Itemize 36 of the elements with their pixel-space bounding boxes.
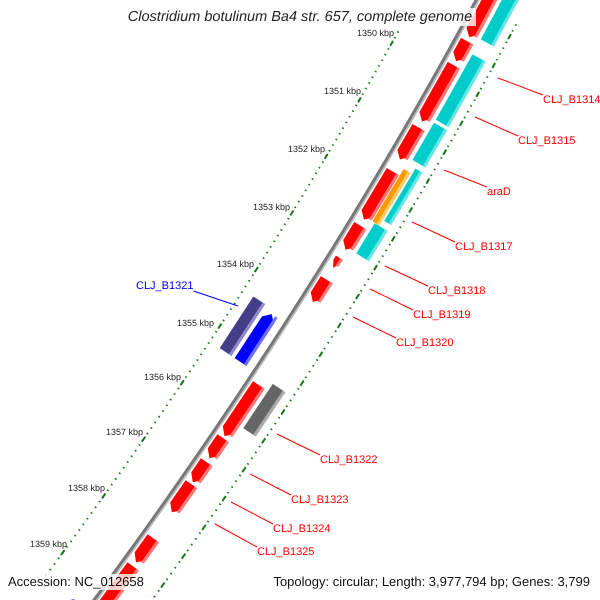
gene-label: CLJ_B1324 [273, 522, 330, 536]
scale-label: 1350 kbp [356, 28, 394, 39]
gene-label: CLJ_B1322 [320, 453, 378, 467]
gene-label: CLJ_B1319 [413, 308, 470, 322]
scale-label: 1355 kbp [176, 318, 214, 329]
scale-label: 1353 kbp [252, 202, 290, 213]
scale-label: 1352 kbp [288, 144, 325, 155]
gene-label: CLJ_B1317 [455, 240, 512, 254]
gene-label: CLJ_B1314 [543, 93, 600, 107]
gene-label: araD [487, 185, 511, 199]
scale-label: 1356 kbp [144, 372, 181, 383]
leader-line [214, 524, 258, 548]
leader-line [444, 170, 488, 188]
gene-label: CLJ_B1318 [428, 284, 486, 298]
leader-line [276, 434, 320, 456]
gene-label: CLJ_B1315 [518, 134, 576, 148]
accession-label: Accession: NC_012658 [8, 574, 144, 590]
gene-label: CLJ_B1320 [396, 336, 454, 350]
scale-label: 1358 kbp [68, 483, 105, 494]
leader-line [193, 290, 238, 306]
scale-label: 1359 kbp [30, 539, 67, 550]
gene-label: CLJ_B1325 [257, 545, 314, 559]
gene-label: CLJ_B1323 [291, 493, 348, 507]
gene-label: CLJ_B1321 [136, 279, 194, 293]
leader-line [384, 266, 428, 286]
genome-info-label: Topology: circular; Length: 3,977,794 bp; Genes: 3,799 [273, 574, 590, 590]
leader-line [412, 222, 456, 242]
leader-line [370, 288, 414, 310]
leader-line [230, 502, 274, 524]
leader-line [250, 474, 292, 496]
leader-line [474, 116, 518, 136]
scale-label: 1354 kbp [216, 259, 254, 270]
scale-label: 1357 kbp [106, 427, 143, 438]
leader-line [352, 316, 396, 338]
leader-line [498, 78, 544, 96]
scale-label: 1351 kbp [324, 86, 361, 97]
